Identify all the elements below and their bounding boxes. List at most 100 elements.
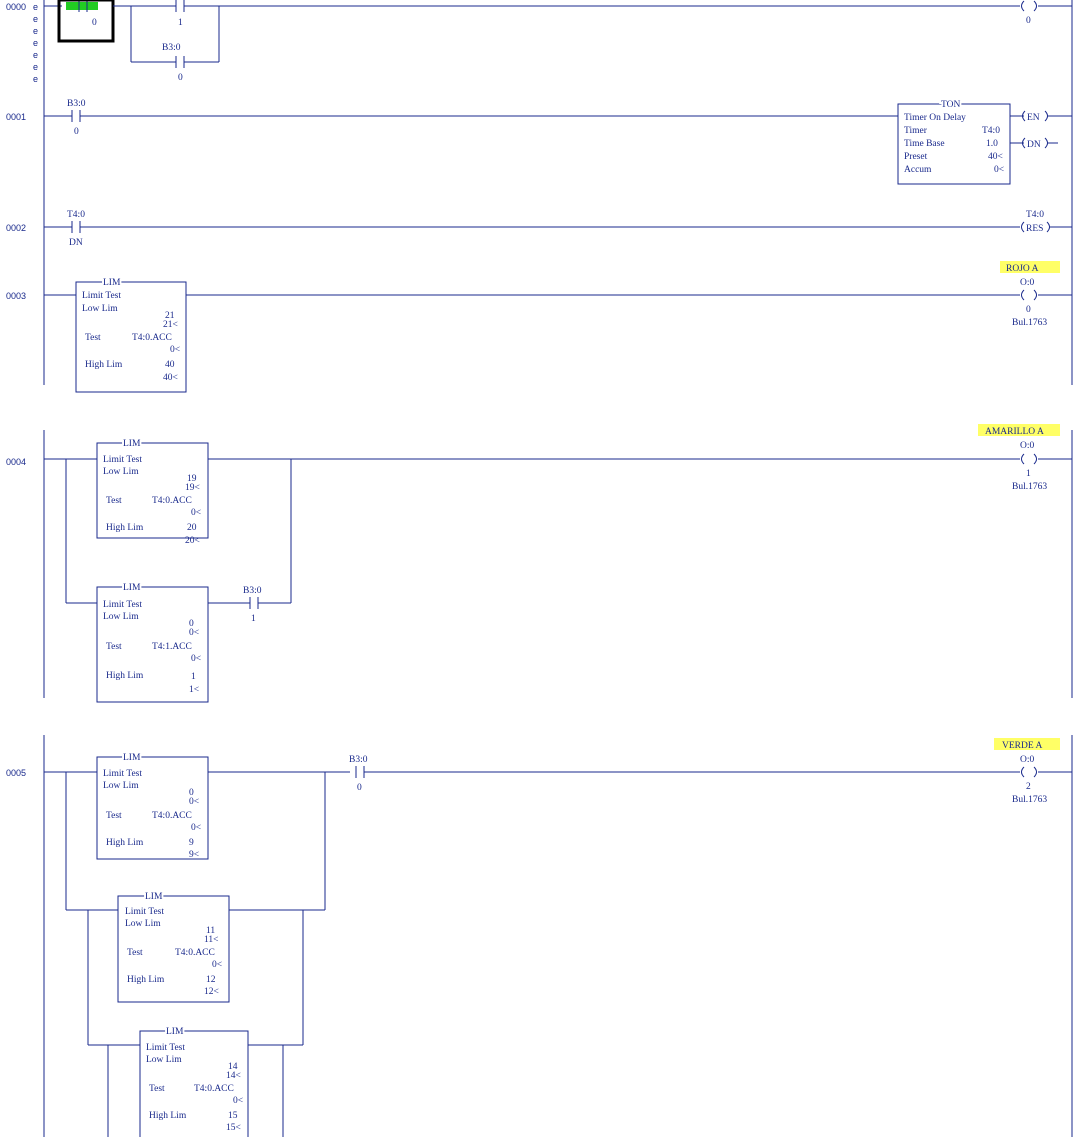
lim-instruction-1[interactable]: LIM Limit Test Low Lim 0 0< Test T4:0.AC… xyxy=(96,751,209,860)
instruction-mnemonic: LIM xyxy=(145,892,163,902)
instruction-name: Timer On Delay xyxy=(904,113,966,123)
contact-bit: 0 xyxy=(178,73,183,83)
coil-module: Bul.1763 xyxy=(1012,318,1047,328)
xic-contact[interactable]: 1 xyxy=(175,0,185,28)
rung-marker: e xyxy=(33,50,38,60)
rung-marker: e xyxy=(33,74,38,84)
output-coil-verde-a[interactable]: VERDE A O:0 2 Bul.1763 xyxy=(994,738,1060,805)
param-live-value: 0< xyxy=(191,823,201,833)
instruction-name: Limit Test xyxy=(103,600,142,610)
contact-address: B3:0 xyxy=(162,43,181,53)
panel-top xyxy=(43,0,1073,385)
rung-0003[interactable]: 0003 LIM Limit Test Low Lim 21 21< Test … xyxy=(6,261,1072,393)
ton-dn-output: DN xyxy=(1022,137,1048,150)
param-value: T4:0.ACC xyxy=(152,811,192,821)
param-value: 21 xyxy=(165,311,175,321)
coil-bit: 1 xyxy=(1026,469,1031,479)
param-value: 20 xyxy=(187,523,197,533)
param-label: Test xyxy=(85,333,101,343)
param-value: 19 xyxy=(187,474,197,484)
contact-address: B3:0 xyxy=(349,755,368,765)
param-label: Low Lim xyxy=(103,467,139,477)
param-label: Time Base xyxy=(904,139,945,149)
param-value: 15 xyxy=(228,1111,238,1121)
param-live-value: 0< xyxy=(212,960,222,970)
contact-address: B3:0 xyxy=(67,99,86,109)
param-live-value: 0< xyxy=(189,797,199,807)
param-label: High Lim xyxy=(106,523,144,533)
param-value: 1 xyxy=(191,672,196,682)
xic-contact-b3-0[interactable]: B3:0 0 xyxy=(67,99,86,137)
param-value: 9 xyxy=(189,838,194,848)
lim-instruction-3[interactable]: LIM Limit Test Low Lim 14 14< Test T4:0.… xyxy=(139,1025,249,1137)
param-live-value: 0< xyxy=(191,508,201,518)
contact-address: T4:0 xyxy=(67,210,85,220)
lim-instruction-2[interactable]: LIM Limit Test Low Lim 0 0< Test T4:1.AC… xyxy=(96,581,209,703)
param-value: T4:0.ACC xyxy=(132,333,172,343)
param-label: Accum xyxy=(904,165,932,175)
coil-bit: 0 xyxy=(1026,305,1031,315)
xic-contact-b3-0-0[interactable]: B3:0 0 xyxy=(349,755,368,793)
output-coil-rojo-a[interactable]: ROJO A O:0 0 Bul.1763 xyxy=(1000,261,1060,328)
coil-address: O:0 xyxy=(1020,278,1035,288)
param-live-value: 14< xyxy=(226,1071,241,1081)
xic-contact-b3-0-1[interactable]: B3:0 1 xyxy=(243,586,262,624)
branch-contact-b3-0[interactable]: B3:0 0 xyxy=(162,43,185,83)
param-value: 11 xyxy=(206,926,215,936)
param-live-value: 0< xyxy=(191,654,201,664)
instruction-mnemonic: LIM xyxy=(123,583,141,593)
xic-contact-t4-0-dn[interactable]: T4:0 DN xyxy=(67,210,85,248)
contact-bit: DN xyxy=(69,238,83,248)
param-label: Low Lim xyxy=(103,781,139,791)
instruction-mnemonic: LIM xyxy=(103,278,121,288)
contact-bit: 0 xyxy=(357,783,362,793)
param-value: 40< xyxy=(988,152,1003,162)
rung-0005[interactable]: 0005 LIM Limit Test Low Lim 0 0< Test T4… xyxy=(6,738,1072,1137)
output-label: EN xyxy=(1027,113,1040,123)
param-value: 40 xyxy=(165,360,175,370)
coil-label: AMARILLO A xyxy=(985,427,1044,437)
output-coil[interactable]: 0 xyxy=(1021,0,1037,26)
lim-instruction-2[interactable]: LIM Limit Test Low Lim 11 11< Test T4:0.… xyxy=(117,890,230,1003)
rung-number: 0000 xyxy=(6,2,26,12)
rung-0004[interactable]: 0004 LIM Limit Test Low Lim 19 19< Test … xyxy=(6,424,1072,703)
param-value: T4:0.ACC xyxy=(152,496,192,506)
param-label: Preset xyxy=(904,152,928,162)
param-live-value: 15< xyxy=(226,1123,241,1133)
param-live-value: 9< xyxy=(189,850,199,860)
param-live-value: 19< xyxy=(185,483,200,493)
param-live-value: 40< xyxy=(163,373,178,383)
param-value: 12 xyxy=(206,975,216,985)
param-value: T4:0.ACC xyxy=(175,948,215,958)
coil-bit: 2 xyxy=(1026,782,1031,792)
param-value: 14 xyxy=(228,1062,238,1072)
lim-instruction-1[interactable]: LIM Limit Test Low Lim 19 19< Test T4:0.… xyxy=(96,437,209,546)
param-label: High Lim xyxy=(106,838,144,848)
param-label: High Lim xyxy=(106,671,144,681)
param-label: High Lim xyxy=(149,1111,187,1121)
instruction-name: Limit Test xyxy=(125,907,164,917)
xic-contact-energized[interactable]: 0 xyxy=(66,0,98,28)
rung-marker: e xyxy=(33,62,38,72)
output-coil-amarillo-a[interactable]: AMARILLO A O:0 1 Bul.1763 xyxy=(978,424,1060,492)
instruction-mnemonic: TON xyxy=(941,100,960,110)
param-label: Low Lim xyxy=(146,1055,182,1065)
rung-number: 0003 xyxy=(6,291,26,301)
rung-number: 0005 xyxy=(6,768,26,778)
rung-number: 0001 xyxy=(6,112,26,122)
param-label: Test xyxy=(106,642,122,652)
rung-0000[interactable]: 0000 e e e e e e e 0 1 B3:0 0 xyxy=(6,0,1072,84)
lim-instruction[interactable]: LIM Limit Test Low Lim 21 21< Test T4:0.… xyxy=(75,276,187,393)
param-value: T4:0.ACC xyxy=(194,1084,234,1094)
ton-instruction[interactable]: TON Timer On Delay Timer T4:0 Time Base … xyxy=(897,98,1011,185)
rung-0002[interactable]: 0002 T4:0 DN T4:0 RES xyxy=(6,210,1072,248)
param-label: Low Lim xyxy=(82,304,118,314)
coil-type: RES xyxy=(1026,224,1043,234)
res-coil[interactable]: T4:0 RES xyxy=(1021,210,1050,234)
rung-0001[interactable]: 0001 B3:0 0 TON Timer On Delay Timer T4:… xyxy=(6,98,1072,185)
param-label: High Lim xyxy=(127,975,165,985)
rung-marker: e xyxy=(33,38,38,48)
param-live-value: 1< xyxy=(189,685,199,695)
param-label: Low Lim xyxy=(103,612,139,622)
param-live-value: 0< xyxy=(189,628,199,638)
